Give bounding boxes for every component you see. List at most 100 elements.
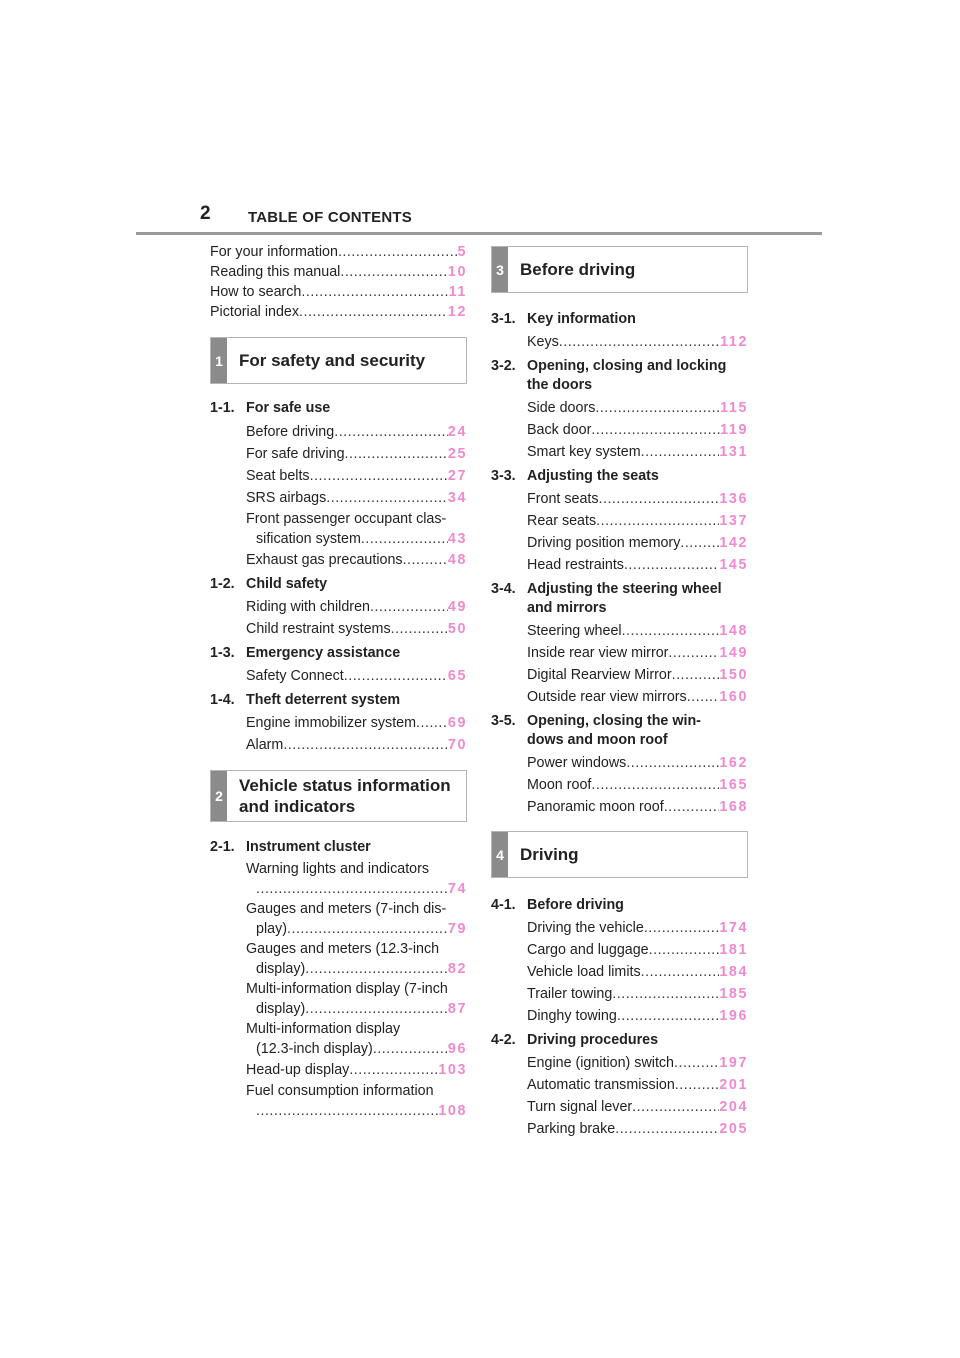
page-link[interactable]: 5 xyxy=(457,244,467,260)
toc-entry[interactable]: SRS airbags34 xyxy=(210,487,467,509)
page-link[interactable]: 196 xyxy=(719,1008,748,1024)
toc-entry[interactable]: Engine (ignition) switch197 xyxy=(491,1052,748,1074)
toc-entry[interactable]: Turn signal lever204 xyxy=(491,1096,748,1118)
page-link[interactable]: 160 xyxy=(719,689,748,705)
toc-entry[interactable]: Cargo and luggage181 xyxy=(491,939,748,961)
page-link[interactable]: 137 xyxy=(719,513,748,529)
page-link[interactable]: 25 xyxy=(447,446,467,462)
page-link[interactable]: 197 xyxy=(719,1055,748,1071)
section-heading[interactable]: 1-1.For safe use xyxy=(210,400,331,416)
toc-entry[interactable]: Outside rear view mirrors160 xyxy=(491,686,748,708)
page-link[interactable]: 165 xyxy=(719,777,748,793)
toc-entry[interactable]: Riding with children49 xyxy=(210,596,467,618)
page-link[interactable]: 24 xyxy=(447,424,467,440)
page-link[interactable]: 150 xyxy=(719,667,748,683)
page-link[interactable]: 136 xyxy=(719,491,748,507)
toc-entry[interactable]: Driving the vehicle174 xyxy=(491,917,748,939)
toc-entry[interactable]: display)87 xyxy=(210,999,467,1019)
page-link[interactable]: 50 xyxy=(447,621,467,637)
toc-entry-line[interactable]: Gauges and meters (7-inch dis- xyxy=(246,901,447,917)
page-link[interactable]: 204 xyxy=(719,1099,748,1115)
toc-entry[interactable]: For your information5 xyxy=(210,242,467,262)
toc-entry[interactable]: Automatic transmission201 xyxy=(491,1074,748,1096)
page-link[interactable]: 184 xyxy=(719,964,748,980)
page-link[interactable]: 181 xyxy=(719,942,748,958)
toc-entry[interactable]: Steering wheel148 xyxy=(491,620,748,642)
toc-entry[interactable]: Keys112 xyxy=(491,331,748,353)
toc-entry[interactable]: Rear seats137 xyxy=(491,510,748,532)
toc-entry-line[interactable]: Gauges and meters (12.3-inch xyxy=(246,941,440,957)
page-link[interactable]: 162 xyxy=(719,755,748,771)
page-link[interactable]: 131 xyxy=(719,444,748,460)
section-heading[interactable]: 1-3.Emergency assistance xyxy=(210,645,401,661)
toc-entry[interactable]: Seat belts27 xyxy=(210,465,467,487)
toc-entry[interactable]: Trailer towing185 xyxy=(491,983,748,1005)
toc-entry[interactable]: Child restraint systems50 xyxy=(210,618,467,640)
toc-entry[interactable]: Digital Rearview Mirror150 xyxy=(491,664,748,686)
toc-entry[interactable]: Head restraints145 xyxy=(491,554,748,576)
toc-entry[interactable]: Power windows162 xyxy=(491,752,748,774)
section-heading[interactable]: 2-1.Instrument cluster xyxy=(210,839,371,855)
page-link[interactable]: 149 xyxy=(719,645,748,661)
chapter-header-4[interactable]: 4 Driving xyxy=(491,831,748,878)
toc-entry[interactable]: How to search11 xyxy=(210,282,467,302)
page-link[interactable]: 112 xyxy=(720,334,748,350)
section-heading[interactable]: 3-5.Opening, closing the win-dows and mo… xyxy=(491,713,701,748)
toc-entry[interactable]: Head-up display103 xyxy=(210,1059,467,1081)
page-link[interactable]: 11 xyxy=(448,284,467,300)
section-heading[interactable]: 3-1.Key information xyxy=(491,311,636,327)
page-link[interactable]: 145 xyxy=(719,557,748,573)
toc-entry[interactable]: For safe driving25 xyxy=(210,443,467,465)
page-link[interactable]: 70 xyxy=(447,737,467,753)
page-link[interactable]: 43 xyxy=(447,531,467,547)
chapter-header-1[interactable]: 1 For safety and security xyxy=(210,337,467,384)
page-link[interactable]: 174 xyxy=(719,920,748,936)
toc-entry-line[interactable]: Front passenger occupant clas- xyxy=(246,511,447,527)
page-link[interactable]: 96 xyxy=(447,1041,467,1057)
section-heading[interactable]: 3-3.Adjusting the seats xyxy=(491,468,659,484)
page-link[interactable]: 79 xyxy=(447,921,467,937)
toc-entry[interactable]: Front seats136 xyxy=(491,488,748,510)
toc-entry[interactable]: play)79 xyxy=(210,919,467,939)
toc-entry[interactable]: Driving position memory142 xyxy=(491,532,748,554)
page-link[interactable]: 205 xyxy=(719,1121,748,1137)
toc-entry[interactable]: display)82 xyxy=(210,959,467,979)
toc-entry[interactable]: Moon roof165 xyxy=(491,774,748,796)
toc-entry[interactable]: 74 xyxy=(210,879,467,899)
toc-entry[interactable]: Pictorial index12 xyxy=(210,302,467,322)
toc-entry[interactable]: Safety Connect65 xyxy=(210,665,467,687)
toc-entry[interactable]: Inside rear view mirror149 xyxy=(491,642,748,664)
page-link[interactable]: 201 xyxy=(719,1077,748,1093)
toc-entry[interactable]: Side doors115 xyxy=(491,397,748,419)
toc-entry[interactable]: 108 xyxy=(210,1101,467,1121)
toc-entry[interactable]: Before driving24 xyxy=(210,421,467,443)
page-link[interactable]: 142 xyxy=(719,535,748,551)
page-link[interactable]: 65 xyxy=(447,668,467,684)
page-link[interactable]: 103 xyxy=(438,1062,467,1078)
page-link[interactable]: 119 xyxy=(720,422,748,438)
toc-entry[interactable]: Reading this manual10 xyxy=(210,262,467,282)
page-link[interactable]: 148 xyxy=(719,623,748,639)
page-link[interactable]: 27 xyxy=(447,468,467,484)
toc-entry[interactable]: Parking brake205 xyxy=(491,1118,748,1140)
section-heading[interactable]: 4-1.Before driving xyxy=(491,897,624,913)
toc-entry-line[interactable]: Warning lights and indicators xyxy=(246,861,430,877)
toc-entry[interactable]: Smart key system131 xyxy=(491,441,748,463)
section-heading[interactable]: 4-2.Driving procedures xyxy=(491,1032,659,1048)
page-link[interactable]: 108 xyxy=(438,1103,467,1119)
page-link[interactable]: 48 xyxy=(447,552,467,568)
toc-entry-line[interactable]: Fuel consumption information xyxy=(246,1083,434,1099)
toc-entry[interactable]: Exhaust gas precautions48 xyxy=(210,549,467,571)
chapter-header-3[interactable]: 3 Before driving xyxy=(491,246,748,293)
section-heading[interactable]: 1-2.Child safety xyxy=(210,576,328,592)
page-link[interactable]: 69 xyxy=(447,715,467,731)
toc-entry[interactable]: (12.3-inch display)96 xyxy=(210,1039,467,1059)
page-link[interactable]: 74 xyxy=(447,881,467,897)
page-link[interactable]: 168 xyxy=(719,799,748,815)
toc-entry-line[interactable]: Multi-information display xyxy=(246,1021,401,1037)
toc-entry[interactable]: Vehicle load limits184 xyxy=(491,961,748,983)
page-link[interactable]: 49 xyxy=(447,599,467,615)
page-link[interactable]: 34 xyxy=(447,490,467,506)
